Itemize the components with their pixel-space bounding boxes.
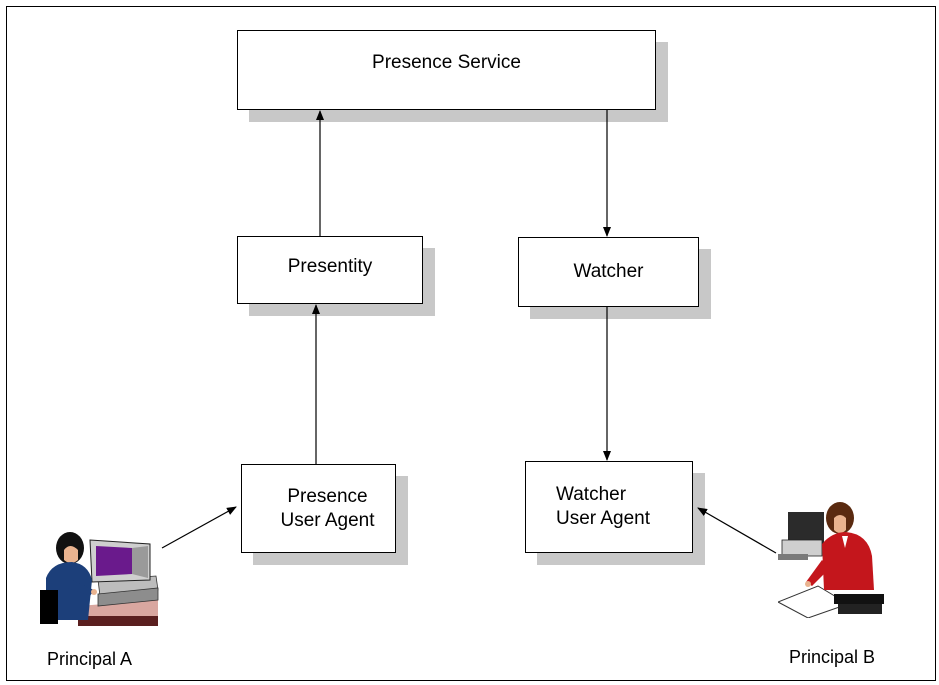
presence-user-agent-line2: User Agent [280,509,375,531]
woman-at-computer-icon [40,532,159,626]
watcher-user-agent-line1: Watcher [556,484,627,505]
watcher-user-agent-line2: User Agent [556,508,650,529]
presence-user-agent-box: Presence User Agent [241,464,396,553]
presence-service-box: Presence Service [237,30,656,110]
watcher-label: Watcher [573,261,644,282]
arrow-principal-a-to-pua [161,506,237,549]
principal-a-label: Principal A [47,649,133,669]
woman-at-desk-writing-icon [778,502,884,618]
presence-service-label: Presence Service [372,52,521,73]
arrow-principal-b-to-wua [697,507,777,554]
diagram-frame [6,6,936,681]
watcher-user-agent-box: Watcher User Agent [525,461,693,553]
principal-b-label: Principal B [789,647,876,667]
presentity-box: Presentity [237,236,423,304]
presentity-label: Presentity [287,256,373,277]
presence-user-agent-line1: Presence [287,485,368,507]
watcher-box: Watcher [518,237,699,307]
